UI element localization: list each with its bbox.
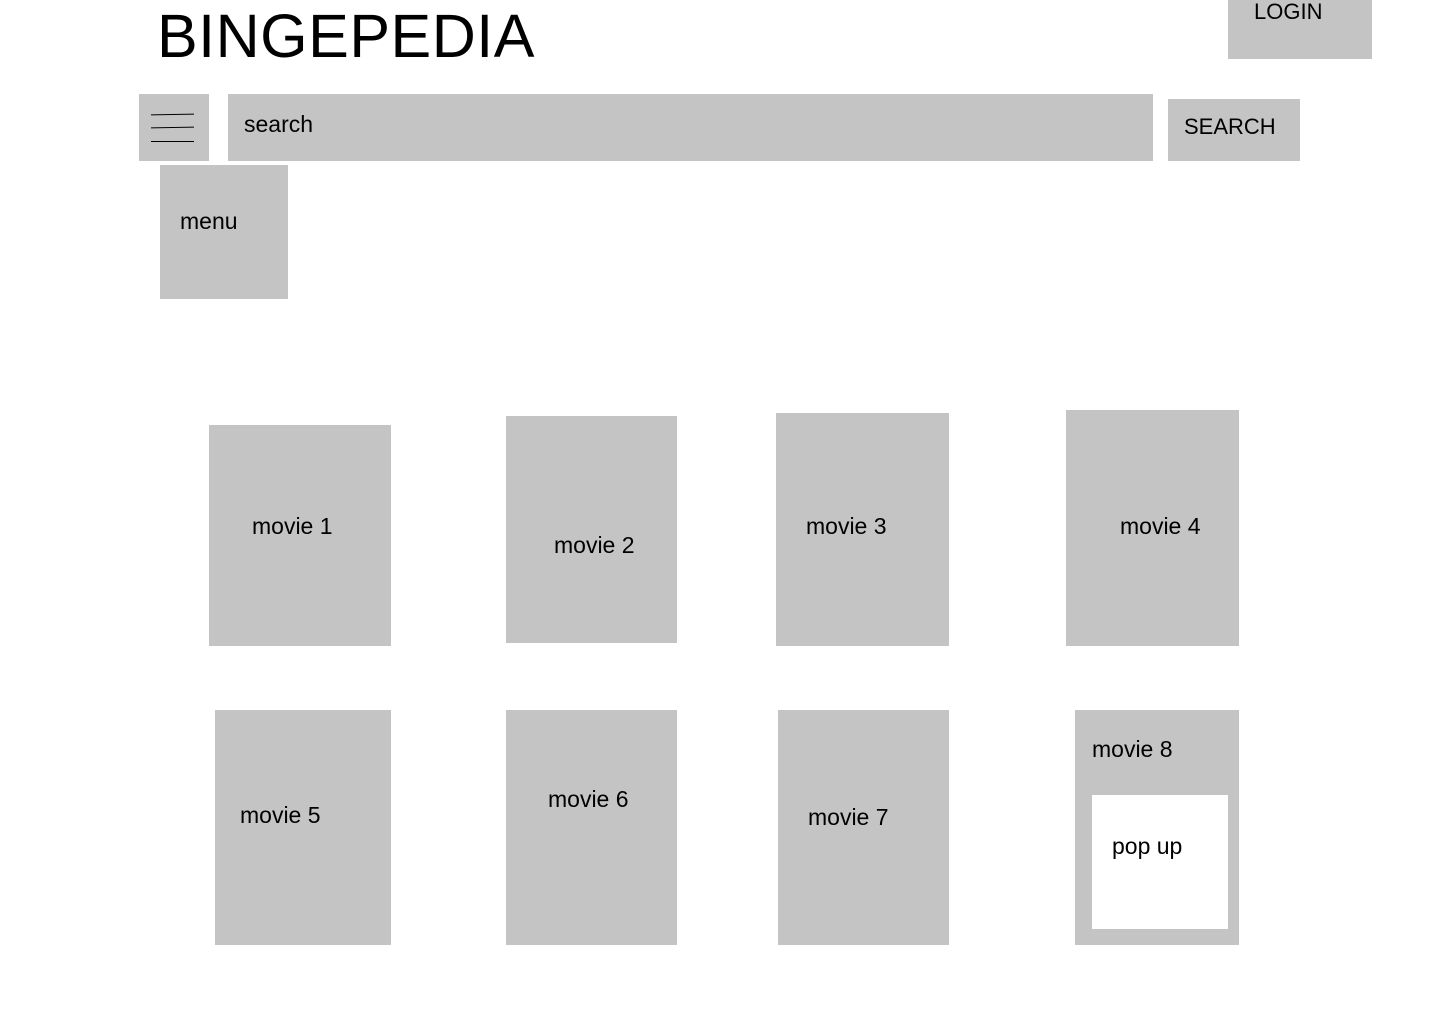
movie-title: movie 7	[808, 804, 889, 830]
movie-title: movie 3	[806, 513, 887, 539]
search-button[interactable]: SEARCH	[1168, 99, 1300, 161]
movie-title: movie 4	[1120, 513, 1201, 539]
site-title: BINGEPEDIA	[157, 2, 535, 70]
movie-popup[interactable]: pop up	[1092, 795, 1228, 929]
search-field[interactable]	[228, 94, 1153, 161]
movie-card[interactable]: movie 3	[776, 413, 949, 646]
movie-card[interactable]: movie 1	[209, 425, 391, 646]
movie-card[interactable]: movie 7	[778, 710, 949, 945]
hamburger-menu-icon	[150, 113, 195, 116]
menu-label: menu	[180, 208, 238, 234]
movie-title: movie 1	[252, 513, 333, 539]
movie-card[interactable]: movie 5	[215, 710, 391, 945]
movie-card[interactable]: movie 6	[506, 710, 677, 945]
hamburger-line	[150, 126, 195, 129]
movie-title: movie 2	[554, 532, 635, 558]
movie-title: movie 5	[240, 802, 321, 828]
movie-title: movie 6	[548, 786, 629, 812]
popup-label: pop up	[1112, 833, 1183, 859]
hamburger-menu-button[interactable]	[139, 94, 209, 161]
menu-panel[interactable]: menu	[160, 165, 288, 299]
login-button[interactable]: LOGIN	[1228, 0, 1372, 59]
search-button-label: SEARCH	[1184, 114, 1276, 139]
movie-card[interactable]: movie 4	[1066, 410, 1239, 646]
movie-title: movie 8	[1092, 736, 1173, 762]
movie-card[interactable]: movie 8 pop up	[1075, 710, 1239, 945]
login-button-label: LOGIN	[1254, 0, 1323, 24]
hamburger-line	[151, 141, 194, 142]
search-input[interactable]	[228, 94, 1153, 161]
movie-card[interactable]: movie 2	[506, 416, 677, 643]
